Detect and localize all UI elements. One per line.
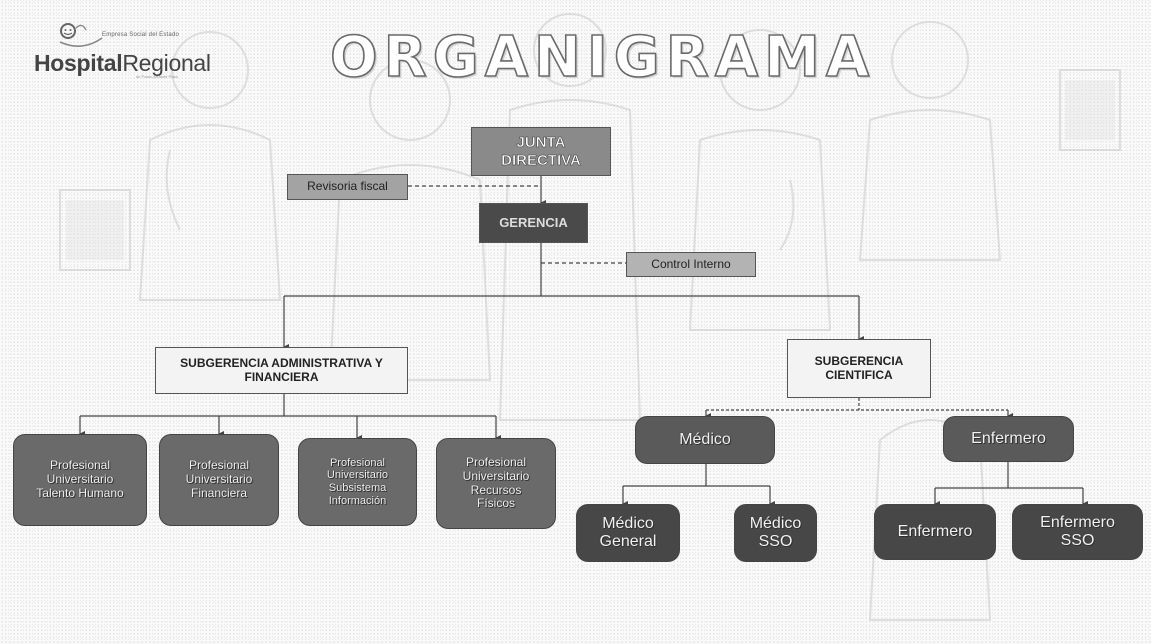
enfermero-jefe-label: Enfermero	[897, 522, 973, 540]
logo-tagline: Empresa Social del Estado	[102, 32, 180, 38]
logo-subtext: de Pasto-Arrastre Plata	[136, 74, 178, 79]
profesional-subsistema-informacion-label: Profesional Universitario Subsistema Inf…	[326, 456, 389, 507]
profesional-recursos-fisicos-label: Profesional Universitario Recursos Físic…	[462, 454, 530, 511]
profesional-talento-humano-label: Profesional Universitario Talento Humano	[36, 458, 124, 500]
junta-directiva-label: JUNTA DIRECTIVA	[501, 134, 581, 169]
revisoria-fiscal-label: Revisoria fiscal	[307, 179, 388, 194]
junta-directiva-box: JUNTA DIRECTIVA	[471, 127, 611, 176]
hospital-logo: Empresa Social del Estado HospitalRegion…	[28, 22, 268, 82]
logo-wordmark: HospitalRegional	[34, 50, 211, 77]
medico-sso-label: Médico SSO	[749, 514, 802, 550]
subgerencia-administrativa-box: SUBGERENCIA ADMINISTRATIVA Y FINANCIERA	[155, 347, 408, 394]
medico-sso-box: Médico SSO	[734, 504, 817, 562]
logo-word-regular: Regional	[122, 50, 211, 76]
subgerencia-cientifica-label: SUBGERENCIA CIENTIFICA	[814, 353, 904, 382]
hospital-heart-icon	[59, 23, 103, 47]
subgerencia-administrativa-label: SUBGERENCIA ADMINISTRATIVA Y FINANCIERA	[180, 355, 383, 384]
gerencia-box: GERENCIA	[479, 203, 588, 243]
gerencia-label: GERENCIA	[499, 214, 568, 230]
enfermero-label: Enfermero	[971, 429, 1046, 447]
medico-general-label: Médico General	[599, 514, 657, 550]
logo-word-bold: Hospital	[34, 50, 123, 76]
profesional-subsistema-informacion-box: Profesional Universitario Subsistema Inf…	[298, 438, 417, 526]
medico-box: Médico	[635, 416, 775, 464]
enfermero-jefe-box: Enfermero	[874, 504, 996, 560]
revisoria-fiscal-box: Revisoria fiscal	[287, 174, 408, 200]
enfermero-sso-label: Enfermero SSO	[1040, 513, 1115, 549]
control-interno-label: Control Interno	[651, 256, 731, 271]
enfermero-box: Enfermero	[943, 416, 1074, 462]
medico-general-box: Médico General	[576, 504, 680, 562]
medico-label: Médico	[679, 430, 731, 448]
subgerencia-cientifica-box: SUBGERENCIA CIENTIFICA	[787, 339, 931, 398]
profesional-recursos-fisicos-box: Profesional Universitario Recursos Físic…	[436, 438, 556, 529]
page-title: ORGANIGRAMA	[329, 25, 876, 90]
control-interno-box: Control Interno	[626, 252, 756, 277]
profesional-financiera-box: Profesional Universitario Financiera	[159, 434, 279, 526]
enfermero-sso-box: Enfermero SSO	[1012, 504, 1143, 560]
profesional-financiera-label: Profesional Universitario Financiera	[185, 458, 253, 500]
profesional-talento-humano-box: Profesional Universitario Talento Humano	[13, 434, 147, 526]
